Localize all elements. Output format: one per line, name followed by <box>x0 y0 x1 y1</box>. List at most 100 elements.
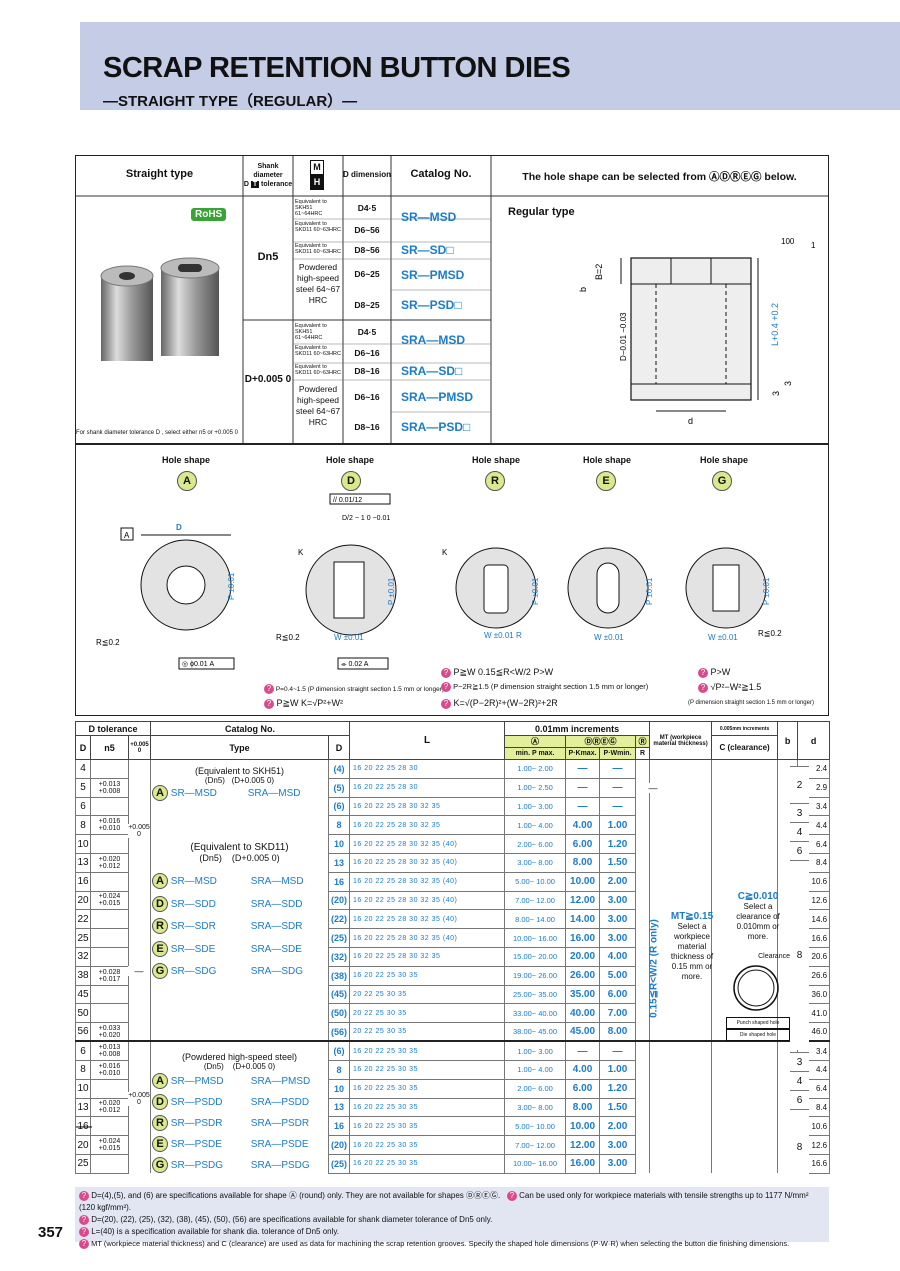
svg-text:W ±0.01: W ±0.01 <box>334 633 364 642</box>
table-cell: 16 20 22 25 28 30 32 35 (40) <box>349 909 506 930</box>
table-cell: 1.00~ 4.00 <box>504 815 567 836</box>
table-cell: (6) <box>328 796 351 817</box>
d-g1-r1: D4·5 <box>357 203 377 213</box>
type-left: SR—PSDR <box>170 1118 223 1129</box>
table-cell: 12.00 <box>565 890 601 911</box>
caution-icon: ? <box>79 1191 89 1201</box>
table-cell: 10 <box>328 1078 351 1099</box>
table-cell <box>127 759 152 779</box>
material-g1-r3: Equivalent to SKD11 60~63HRC <box>295 243 341 255</box>
th-type: Type <box>150 735 330 760</box>
b-value: 6 <box>790 841 809 860</box>
table-cell: — <box>565 796 601 817</box>
th-minp: min. P max. <box>504 747 567 760</box>
table-cell: 13 <box>328 852 351 873</box>
table-cell: 6.00 <box>565 834 601 854</box>
r-vertical-label: 0.15≦R<W/2 (R only) <box>648 919 660 1018</box>
table-cell: 7.00~ 12.00 <box>504 1135 567 1155</box>
table-cell: 3.00 <box>599 1135 637 1155</box>
table-cell: 10 <box>75 834 91 854</box>
type-group-1: (Equivalent to SKH51) (Dn5) (D+0.005 0) … <box>152 766 327 801</box>
tg1-letter: A <box>152 785 168 801</box>
table-cell: 3.00~ 8.00 <box>504 1097 567 1118</box>
tg3-equiv: (Powdered high-speed steel) <box>181 1052 298 1062</box>
table-cell: 10.00~ 16.00 <box>504 1153 567 1174</box>
mt-text: Select a workpiece material thickness of… <box>670 922 714 981</box>
table-row: 22(22)16 20 22 25 28 30 32 35 (40)8.00~ … <box>75 909 831 930</box>
table-cell <box>649 1041 713 1061</box>
table-cell: 38 <box>75 965 91 986</box>
hole-shape-e-badge: E <box>596 471 616 491</box>
svg-text:P ±0.01: P ±0.01 <box>387 577 396 605</box>
svg-text:b: b <box>578 287 588 292</box>
table-cell: 13 <box>328 1097 351 1118</box>
b-value: 4 <box>790 822 809 841</box>
table-cell <box>127 872 152 892</box>
svg-text:// 0.01/12: // 0.01/12 <box>333 497 362 504</box>
table-cell: 5 <box>75 777 91 798</box>
table-cell <box>711 1060 779 1080</box>
shape-letter-badge: E <box>152 1136 168 1152</box>
table-cell <box>711 1041 779 1061</box>
table-cell: — <box>565 777 601 798</box>
table-cell: 22 <box>75 909 91 930</box>
b-value: 6 <box>790 1090 809 1109</box>
th-a: Ⓐ <box>504 735 567 748</box>
material-g1-r2: Equivalent to SKD11 60~63HRC <box>295 221 341 233</box>
material-g2-r3: Equivalent to SKD11 60~63HRC <box>295 364 341 376</box>
table-cell: 13 <box>75 852 91 873</box>
table-cell: 1.00~ 4.00 <box>504 1059 567 1080</box>
table-cell: 3.00 <box>599 890 637 911</box>
table-cell: 16 20 22 25 30 35 <box>349 1153 506 1174</box>
table-cell <box>649 759 713 779</box>
th-l: L <box>349 721 506 760</box>
svg-text:D/2 − 1 0 −0.01: D/2 − 1 0 −0.01 <box>342 515 390 522</box>
table-cell: 1.50 <box>599 852 637 873</box>
table-cell: (6) <box>328 1040 351 1061</box>
header-hole-select: The hole shape can be selected from ⒶⒹⓇⒺ… <box>522 171 797 183</box>
tg3-dplus: (D+0.005 0) <box>232 1062 276 1071</box>
table-cell <box>127 1060 152 1080</box>
table-cell: (32) <box>328 946 351 967</box>
table-cell <box>150 815 330 835</box>
header-band <box>80 22 900 110</box>
table-cell: 2.00~ 6.00 <box>504 1078 567 1099</box>
caution-icon: ? <box>264 699 274 709</box>
shape-letter-badge: D <box>152 1094 168 1110</box>
table-cell: 8.00 <box>599 1022 637 1042</box>
table-cell: 8.00 <box>565 852 601 873</box>
table-cell <box>635 1060 651 1080</box>
table-cell <box>635 1041 651 1061</box>
hole-shape-d-label: Hole shape <box>326 455 375 465</box>
table-cell: 16.00 <box>565 928 601 948</box>
product-photo <box>100 257 220 361</box>
table-cell: 25 <box>75 928 91 948</box>
svg-text:R≦0.2: R≦0.2 <box>96 638 120 647</box>
th-pw: P·Wmin. <box>599 747 637 760</box>
table-cell: +0.016 +0.010 <box>90 815 129 836</box>
b-value: 3 <box>790 803 809 822</box>
svg-text:W ±0.01 R: W ±0.01 R <box>484 631 522 640</box>
d-g2-r1: D4·5 <box>357 327 377 337</box>
tg2-dn5: (Dn5) <box>199 853 222 863</box>
caution-icon: ? <box>441 668 451 678</box>
table-cell: 16.00 <box>565 1153 601 1174</box>
svg-text:R≦0.2: R≦0.2 <box>276 633 300 642</box>
table-cell: (45) <box>328 984 351 1005</box>
table-cell <box>127 909 152 929</box>
table-cell: 1.00~ 3.00 <box>504 1040 567 1061</box>
table-cell <box>90 1078 129 1099</box>
table-cell: +0.024 +0.015 <box>90 1135 129 1155</box>
type-group-3: (Powdered high-speed steel) (Dn5) (D+0.0… <box>152 1052 327 1176</box>
c-text: Select a clearance of 0.010mm or more. <box>736 902 780 941</box>
table-cell: 14.00 <box>565 909 601 930</box>
table-cell <box>635 834 651 854</box>
table-cell <box>635 872 651 892</box>
b-value: 8 <box>790 1109 809 1184</box>
